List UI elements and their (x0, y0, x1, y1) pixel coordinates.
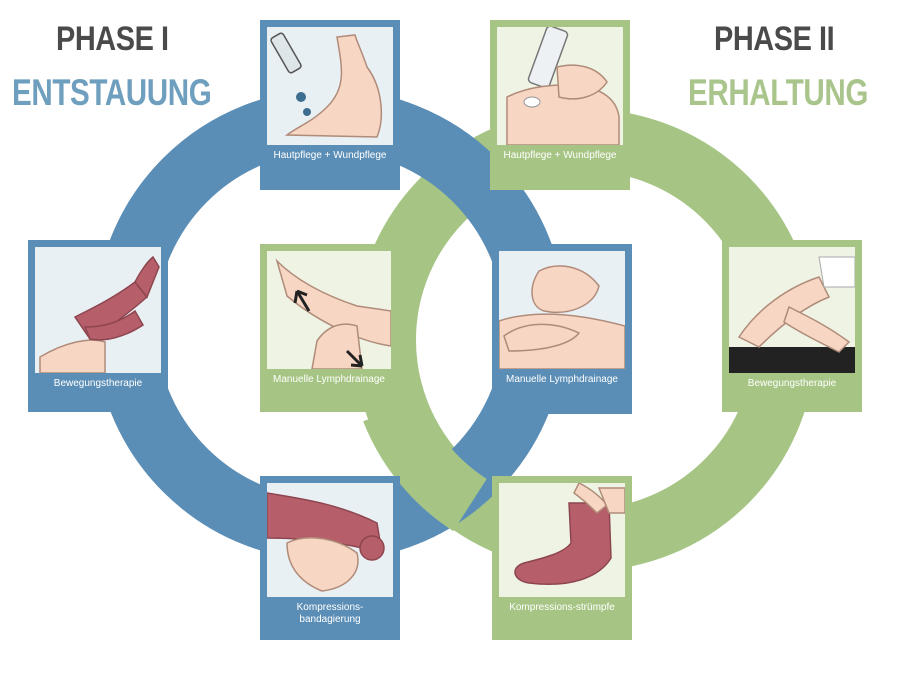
tile-compression-stocking-phase2: Kompressions-strümpfe (492, 476, 632, 640)
hands-massage-icon (499, 251, 625, 369)
knee-exercise-icon (729, 247, 855, 373)
tile-compression-bandage-phase1: Kompressions-bandagierung (260, 476, 400, 640)
foot-drops-icon (267, 27, 393, 145)
stocking-icon (499, 483, 625, 597)
tile-exercise-phase1: Bewegungstherapie (28, 240, 168, 412)
tile-caption: Manuelle Lymphdrainage (273, 374, 385, 385)
phase1-subtitle: ENTSTAUUNG (12, 72, 212, 113)
tile-caption: Kompressions-bandagierung (296, 602, 364, 625)
tile-skin-care-phase2: Hautpflege + Wundpflege (490, 20, 630, 190)
tile-caption: Hautpflege + Wundpflege (503, 150, 617, 161)
bandage-icon (267, 483, 393, 597)
tile-caption: Hautpflege + Wundpflege (273, 150, 387, 161)
tile-caption: Manuelle Lymphdrainage (506, 374, 618, 385)
tile-caption: Kompressions-strümpfe (509, 602, 615, 613)
leg-exercise-icon (35, 247, 161, 373)
arms-arrows-icon (267, 251, 391, 369)
phase2-subtitle: ERHALTUNG (688, 72, 869, 113)
tile-caption: Bewegungstherapie (53, 378, 143, 389)
phase2-title: PHASE II (714, 20, 835, 58)
tile-skin-care-phase1: Hautpflege + Wundpflege (260, 20, 400, 190)
phase1-title: PHASE I (56, 20, 169, 58)
tile-exercise-phase2: Bewegungstherapie (722, 240, 862, 412)
tile-caption: Bewegungstherapie (747, 378, 837, 389)
phase2-ring-overlap (363, 397, 488, 532)
tile-lymph-drainage-phase1: Manuelle Lymphdrainage (492, 244, 632, 414)
cream-tube-icon (497, 27, 623, 145)
tile-lymph-drainage-phase2: Manuelle Lymphdrainage (260, 244, 398, 412)
